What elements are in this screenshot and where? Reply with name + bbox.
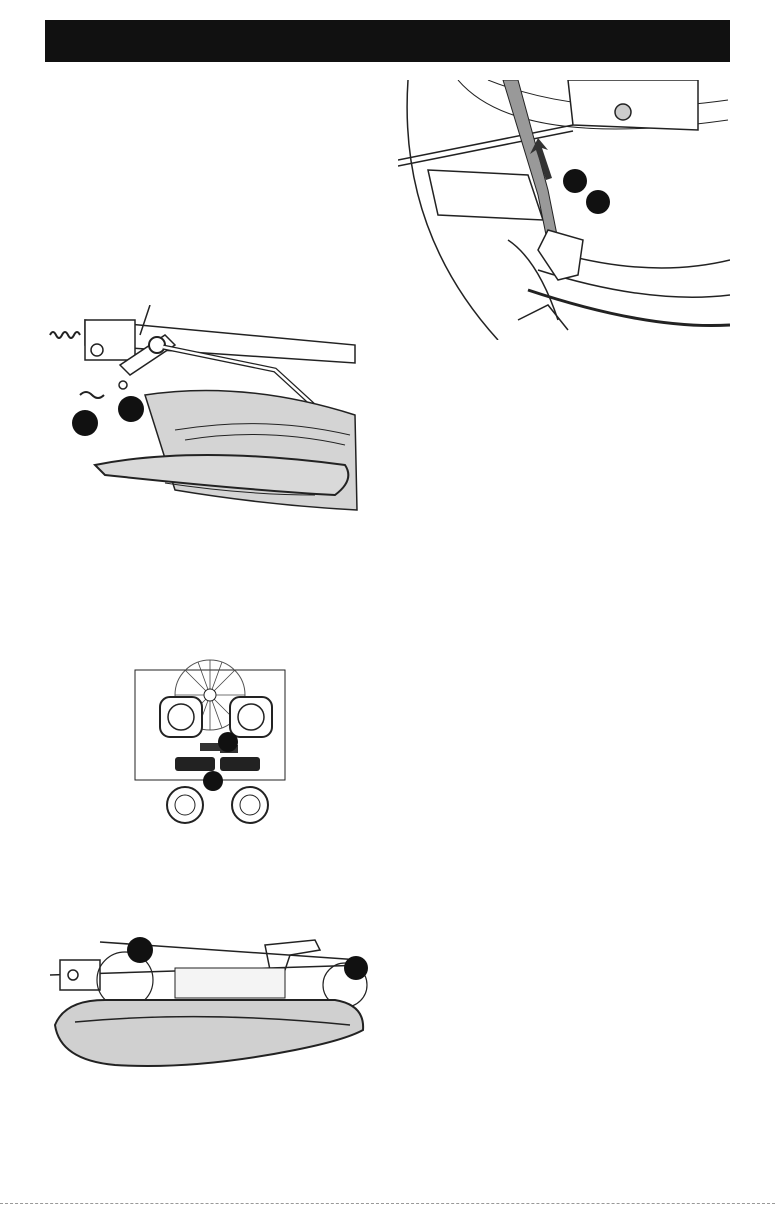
- figure-cable-insertion: [398, 80, 730, 340]
- callout-marker: [203, 771, 223, 791]
- callout-marker: [118, 396, 144, 422]
- figure-deck-linkage: [45, 305, 360, 520]
- callout-marker: [218, 732, 238, 752]
- callout-marker: [127, 937, 153, 963]
- section-header-bar: [45, 20, 730, 62]
- figure-wiring-connectors: [130, 655, 290, 825]
- electrical-connector-icon: [130, 655, 290, 825]
- mower-deck-side-icon: [45, 930, 370, 1070]
- callout-marker: [344, 956, 368, 980]
- mower-deck-linkage-icon: [45, 305, 360, 520]
- callout-marker: [72, 410, 98, 436]
- blade-cable-insertion-icon: [398, 80, 730, 340]
- figure-deck-side-view: [45, 930, 370, 1070]
- callout-marker: [563, 169, 587, 193]
- page-bottom-rule: [0, 1203, 775, 1204]
- callout-marker: [586, 190, 610, 214]
